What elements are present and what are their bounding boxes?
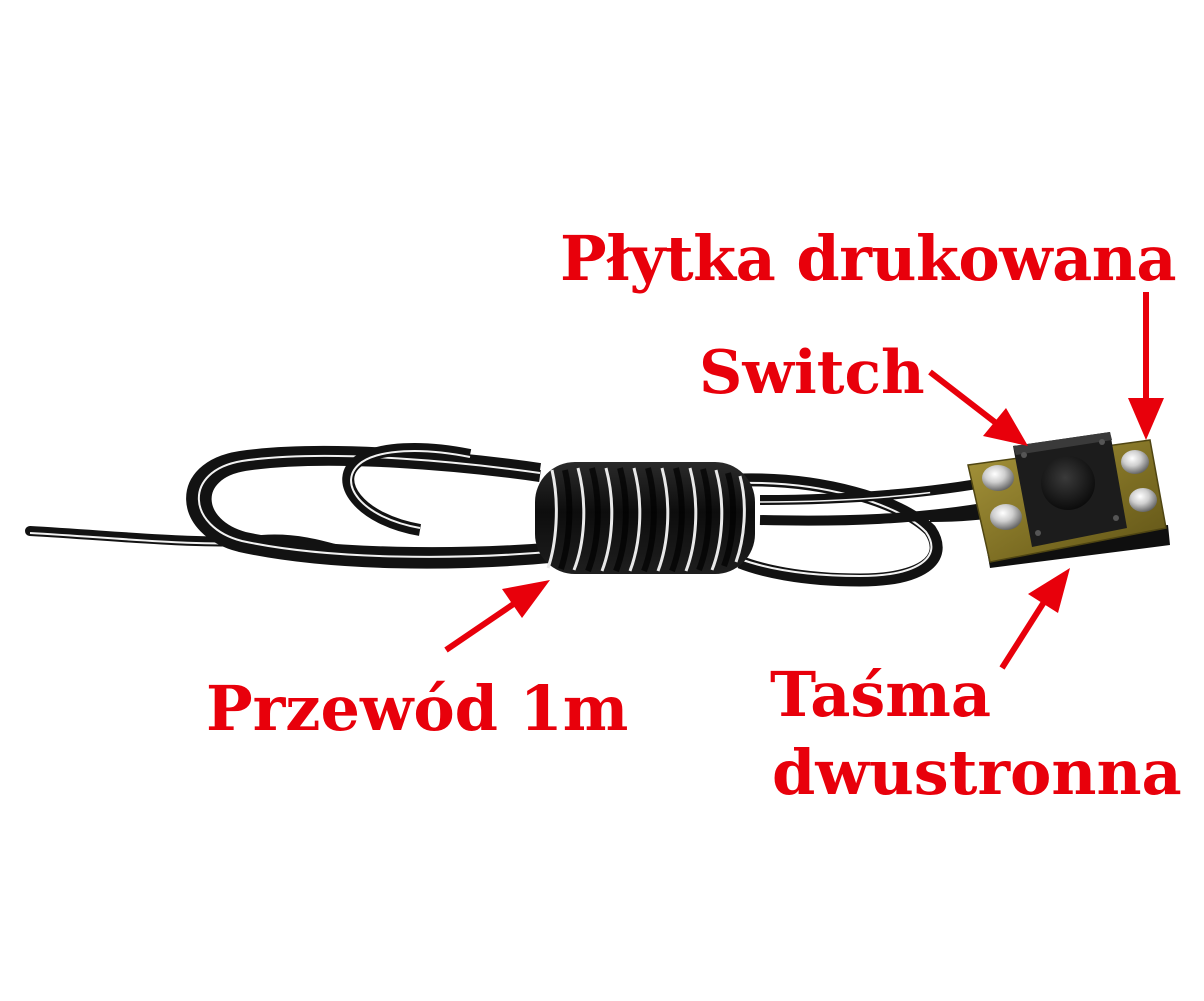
arrow-tape <box>999 568 1070 670</box>
arrow-pcb <box>1128 292 1164 440</box>
switch-label: Switch <box>699 338 925 408</box>
cable-right-loop <box>737 473 1001 587</box>
tactile-switch <box>1013 432 1127 547</box>
tape-label-line2: dwustronna <box>772 736 1182 809</box>
arrow-switch <box>928 369 1028 446</box>
tape-label-line1: Taśma <box>770 658 992 731</box>
cable-coil <box>535 462 755 574</box>
cable-loop <box>186 443 561 569</box>
pcb-label: Płytka drukowana <box>560 222 1177 295</box>
solder-joints <box>982 450 1157 530</box>
annotation-arrows <box>444 292 1164 670</box>
tape-label: Taśma dwustronna <box>770 656 1182 812</box>
arrow-wire <box>444 580 550 653</box>
wire-label: Przewód 1m <box>206 672 629 745</box>
